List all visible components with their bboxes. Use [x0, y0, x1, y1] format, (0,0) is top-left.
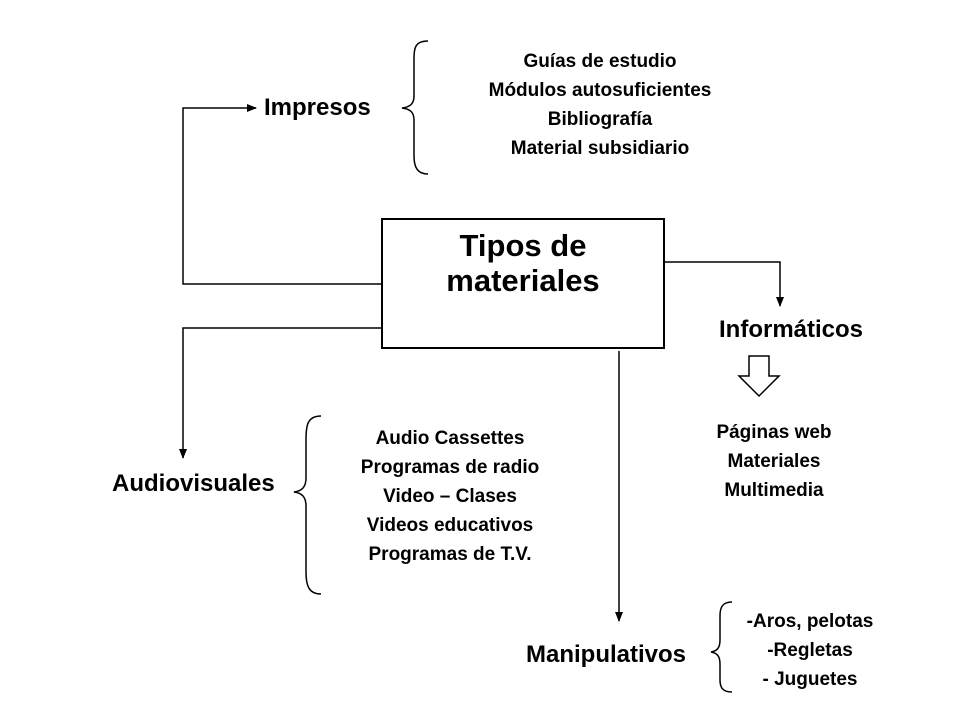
list-item: Multimedia	[724, 480, 824, 501]
center-box: Tipos de materiales	[381, 218, 665, 349]
list-item: Guías de estudio	[523, 51, 677, 72]
list-item: - Juguetes	[762, 669, 858, 690]
list-item: -Aros, pelotas	[746, 611, 874, 632]
list-item: Bibliografía	[547, 109, 653, 130]
list-item: Módulos autosuficientes	[488, 80, 712, 101]
audiovisuales-label: Audiovisuales	[112, 470, 275, 497]
list-item: Audio Cassettes	[375, 428, 525, 449]
list-item: Materiales	[727, 451, 821, 472]
manipulativos-list: -Aros, pelotas -Regletas - Juguetes	[730, 607, 890, 694]
center-title-line2: materiales	[446, 263, 600, 298]
brace-manipulativos	[710, 601, 733, 693]
informaticos-label: Informáticos	[719, 316, 864, 343]
center-title-line1: Tipos de	[459, 228, 587, 263]
impresos-list: Guías de estudio Módulos autosuficientes…	[458, 47, 742, 163]
list-item: Material subsidiario	[510, 138, 690, 159]
list-item: Videos educativos	[366, 515, 534, 536]
block-down-arrow-icon	[737, 355, 781, 398]
arrow-to-audiovisuales	[179, 327, 381, 459]
audiovisuales-list: Audio Cassettes Programas de radio Video…	[330, 424, 570, 569]
list-item: -Regletas	[767, 640, 853, 661]
brace-audiovisuales	[293, 415, 322, 595]
informaticos-list: Páginas web Materiales Multimedia	[684, 418, 864, 505]
list-item: Programas de radio	[360, 457, 540, 478]
list-item: Programas de T.V.	[368, 544, 532, 565]
list-item: Páginas web	[716, 422, 832, 443]
impresos-label: Impresos	[264, 94, 371, 121]
brace-impresos	[401, 40, 429, 175]
manipulativos-label: Manipulativos	[526, 641, 687, 668]
center-title: Tipos de materiales	[383, 228, 663, 298]
arrow-to-impresos	[182, 104, 381, 285]
list-item: Video – Clases	[383, 486, 517, 507]
arrow-to-informaticos	[665, 261, 784, 307]
